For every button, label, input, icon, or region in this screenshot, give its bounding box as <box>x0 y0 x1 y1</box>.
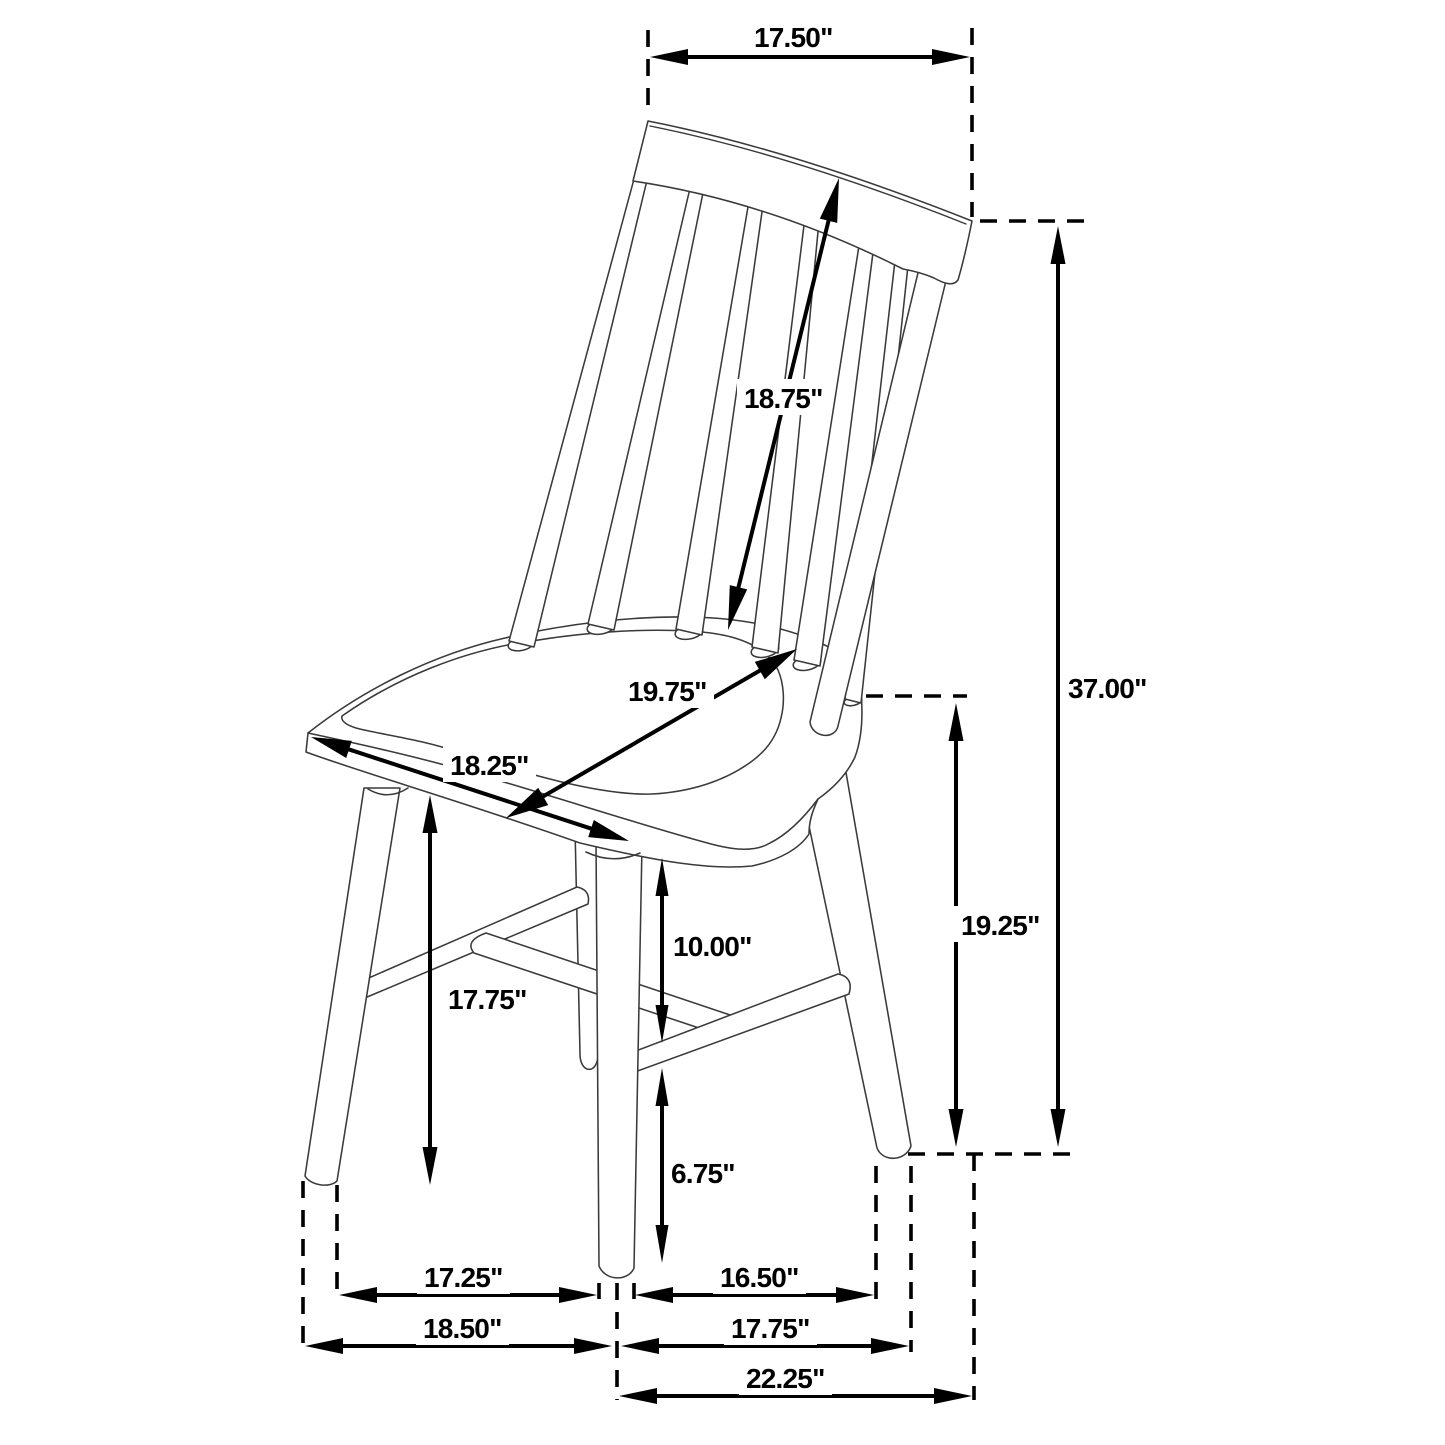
svg-text:18.50": 18.50" <box>423 1313 502 1344</box>
svg-text:19.75": 19.75" <box>628 676 707 707</box>
svg-text:18.25": 18.25" <box>450 750 529 781</box>
svg-text:17.50": 17.50" <box>754 22 833 53</box>
svg-text:16.50": 16.50" <box>720 1262 799 1293</box>
svg-text:22.25": 22.25" <box>746 1363 825 1394</box>
svg-text:19.25": 19.25" <box>961 910 1040 941</box>
svg-text:10.00": 10.00" <box>673 931 752 962</box>
svg-text:37.00": 37.00" <box>1068 673 1147 704</box>
svg-text:17.75": 17.75" <box>448 984 527 1015</box>
svg-text:6.75": 6.75" <box>671 1158 735 1189</box>
svg-text:17.25": 17.25" <box>424 1262 503 1293</box>
svg-text:18.75": 18.75" <box>744 383 823 414</box>
svg-text:17.75": 17.75" <box>731 1313 810 1344</box>
